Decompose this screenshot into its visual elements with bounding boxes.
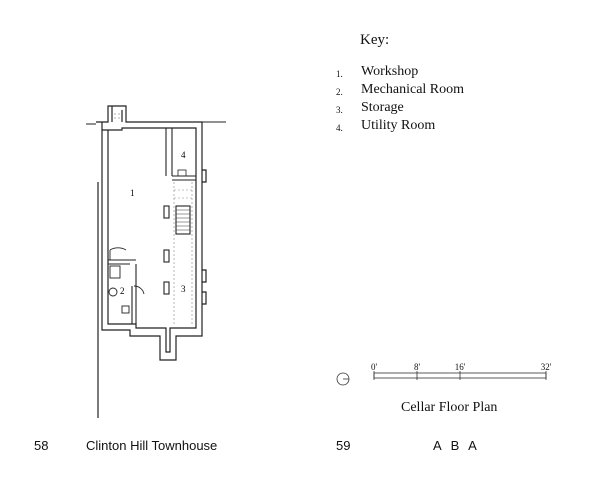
key-item-label: Mechanical Room: [361, 82, 465, 97]
utility-fixture: [177, 169, 187, 177]
key-item-number: 3.: [336, 105, 343, 115]
right-page-title: A B A: [433, 438, 480, 453]
door-swing: [109, 247, 127, 251]
scale-bar-graphic: [336, 371, 547, 386]
left-page-title: Clinton Hill Townhouse: [86, 438, 218, 453]
stair-treads: [176, 209, 190, 231]
door-swing: [133, 285, 145, 295]
key-item: 4. Utility Room: [336, 118, 536, 136]
scale-ticks: [373, 371, 547, 380]
water-heater: [109, 265, 121, 279]
circulation-path: [173, 182, 193, 326]
key-list: 1. Workshop 2. Mechanical Room 3. Storag…: [336, 64, 536, 136]
sink: [121, 305, 130, 314]
key-item-number: 4.: [336, 123, 343, 133]
room-label-3: 3: [181, 284, 186, 294]
key-item: 3. Storage: [336, 100, 536, 118]
room-label-1: 1: [130, 188, 135, 198]
mechanical-fixtures: [108, 247, 145, 314]
key-item: 1. Workshop: [336, 64, 536, 82]
boiler: [108, 287, 118, 297]
scale-tick-label: 32': [540, 362, 552, 372]
key-item-label: Storage: [361, 100, 404, 115]
room-label-2: 2: [120, 286, 125, 296]
cellar-floor-plan: 1 2 3 4: [86, 100, 226, 418]
scale-tick-label: 0': [370, 362, 378, 372]
floor-plan-drawing: 1 2 3 4: [86, 105, 226, 418]
scale-tick-label: 16': [454, 362, 466, 372]
left-page-number: 58: [34, 438, 49, 453]
room-label-4: 4: [181, 150, 186, 160]
north-opening: [114, 113, 120, 119]
right-page-number: 59: [336, 438, 351, 453]
drawing-title: Cellar Floor Plan: [401, 400, 498, 415]
key-item-label: Workshop: [361, 64, 419, 79]
key-item-number: 2.: [336, 87, 343, 97]
key-title: Key:: [360, 32, 390, 48]
key-item-number: 1.: [336, 69, 343, 79]
scale-bar: 0' 8' 16' 32': [332, 362, 552, 392]
key-item: 2. Mechanical Room: [336, 82, 536, 100]
scale-tick-label: 8': [413, 362, 421, 372]
key-item-label: Utility Room: [361, 118, 436, 133]
